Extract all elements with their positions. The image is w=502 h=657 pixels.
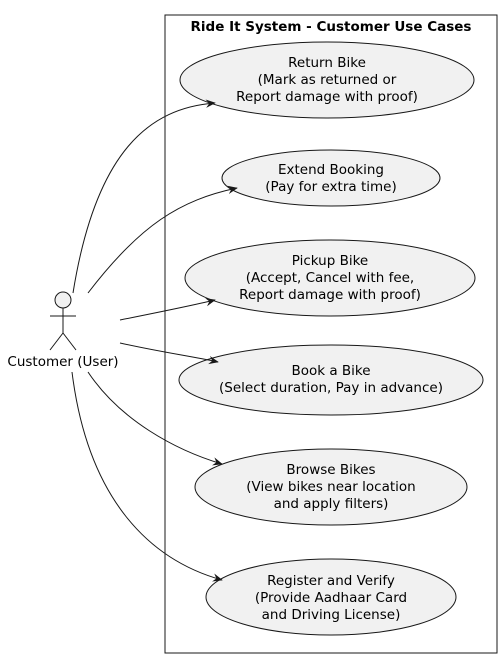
use-case-line: Return Bike	[288, 55, 366, 71]
use-case-line: Report damage with proof)	[239, 287, 421, 303]
use-case-line: (Select duration, Pay in advance)	[219, 380, 443, 396]
actor-label: Customer (User)	[7, 354, 118, 370]
association-browse-bikes	[87, 371, 223, 466]
use-case-pickup-bike[interactable]: Pickup Bike (Accept, Cancel with fee, Re…	[184, 239, 476, 317]
use-case-line: Extend Booking	[278, 162, 384, 178]
use-case-line: Report damage with proof)	[236, 89, 418, 105]
use-case-line: (View bikes near location	[246, 479, 415, 495]
use-case-line: Pickup Bike	[292, 253, 369, 269]
use-case-line: (Pay for extra time)	[265, 179, 396, 195]
use-case-line: Book a Bike	[291, 363, 370, 379]
use-case-book-bike[interactable]: Book a Bike (Select duration, Pay in adv…	[178, 344, 484, 416]
association-register-verify	[71, 371, 223, 582]
association-pickup-bike	[119, 298, 216, 321]
use-case-line: and apply filters)	[274, 496, 389, 512]
use-case-line: (Provide Aadhaar Card	[255, 590, 407, 606]
use-case-line: (Accept, Cancel with fee,	[246, 270, 414, 286]
actor-head	[54, 291, 72, 309]
use-case-browse-bikes[interactable]: Browse Bikes (View bikes near location a…	[194, 448, 468, 526]
association-extend-booking	[87, 185, 238, 294]
association-return-bike	[72, 99, 216, 294]
use-case-line: (Mark as returned or	[258, 72, 397, 88]
system-boundary	[164, 14, 498, 654]
use-case-return-bike[interactable]: Return Bike (Mark as returned or Report …	[179, 41, 475, 119]
use-case-extend-booking[interactable]: Extend Booking (Pay for extra time)	[221, 149, 441, 207]
use-case-line: Register and Verify	[267, 573, 395, 589]
use-case-line: Browse Bikes	[286, 462, 375, 478]
association-book-bike	[119, 342, 219, 365]
system-title: Ride It System - Customer Use Cases	[191, 19, 472, 35]
actor-customer: Customer (User)	[7, 291, 119, 370]
use-case-line: and Driving License)	[262, 607, 401, 623]
use-case-register-verify[interactable]: Register and Verify (Provide Aadhaar Car…	[205, 558, 457, 636]
